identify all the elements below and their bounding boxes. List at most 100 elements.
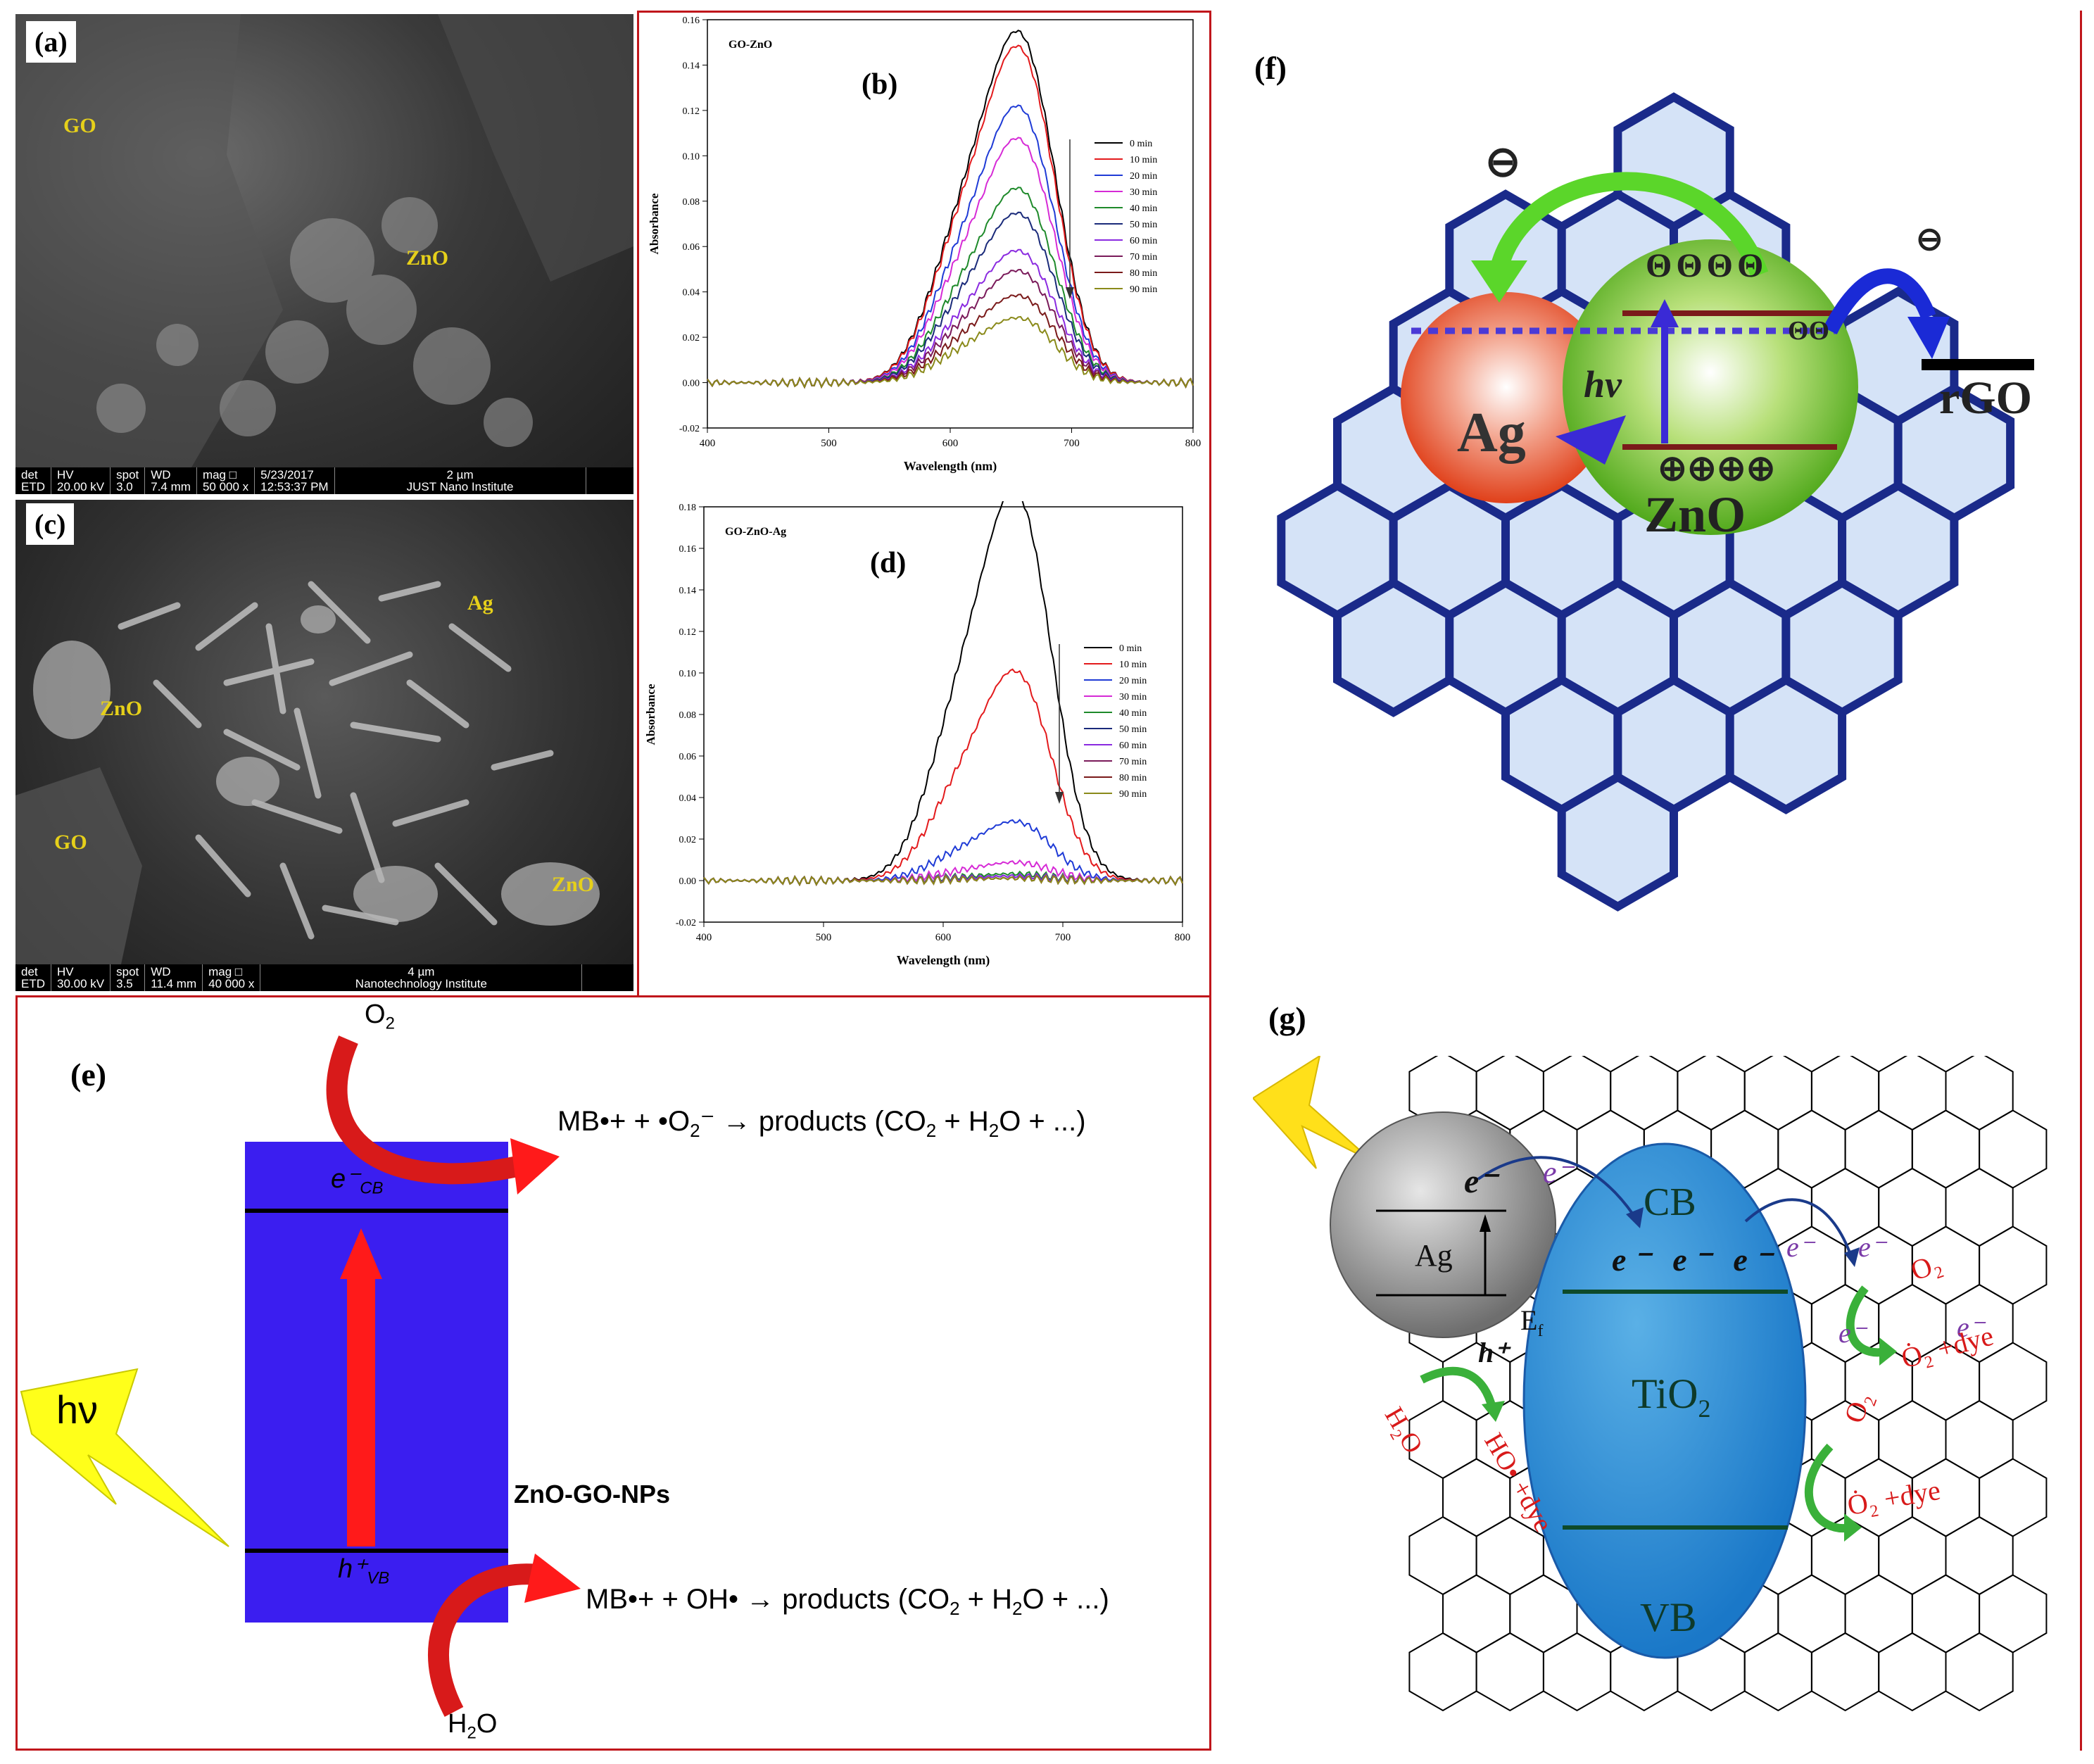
composite-label: ZnO-GO-NPs: [514, 1480, 670, 1508]
y-tick-label: 0.08: [679, 710, 697, 721]
hv-label-f: hν: [1584, 363, 1622, 405]
hex-cell: [1979, 1342, 2048, 1421]
y-tick-label: -0.02: [679, 424, 700, 434]
y-tick-label: 0.08: [683, 197, 700, 208]
y-tick-label: 0.18: [679, 503, 697, 513]
y-tick-label: 0.14: [683, 61, 700, 71]
legend-entry: 60 min: [1130, 236, 1157, 246]
series-line-90-min: [707, 315, 1194, 389]
ag-sphere-g: [1330, 1111, 1556, 1338]
hv-label-e: hν: [56, 1387, 99, 1432]
h-label-ag: h⁺: [1478, 1337, 1509, 1368]
y-tick-label: -0.02: [676, 918, 696, 928]
hex-cell: [1979, 1458, 2048, 1537]
y-axis-label: Absorbance: [648, 193, 661, 254]
hex-cell: [1979, 1109, 2048, 1189]
legend-entry: 0 min: [1130, 139, 1152, 149]
sem-texture-a: [15, 14, 633, 467]
ef-label: Ef: [1520, 1304, 1544, 1340]
graphene-hex-grid-f: [1277, 92, 2015, 912]
hex-cell: [1878, 1399, 1947, 1480]
frame-right: [1209, 11, 2082, 1751]
x-tick-label: 500: [816, 932, 832, 943]
legend-entry: 80 min: [1130, 268, 1157, 279]
hex-cell: [1475, 1056, 1544, 1131]
sem-tag-zno: ZnO: [406, 246, 449, 270]
series-line-60-min: [707, 248, 1194, 389]
legend-entry: 10 min: [1119, 660, 1147, 670]
h2o-label-e: H2O: [448, 1709, 498, 1743]
hex-cell: [1810, 1632, 1880, 1712]
legend-entry: 30 min: [1130, 187, 1157, 198]
legend-entry: 60 min: [1119, 741, 1147, 751]
scale-bar-a: 2 µm: [446, 468, 474, 481]
y-tick-label: 0.10: [679, 669, 697, 679]
hex-cell: [1743, 1056, 1812, 1131]
frame-e: [15, 995, 1211, 1751]
hex-cell: [1945, 1056, 2014, 1131]
y-tick-label: 0.04: [683, 288, 700, 298]
y-tick-label: 0.16: [679, 544, 697, 555]
hex-cell: [1945, 1167, 2014, 1247]
panel-label-d: (d): [870, 547, 907, 579]
legend-entry: 90 min: [1119, 789, 1147, 800]
hex-cell: [1878, 1167, 1947, 1247]
rgo-label-f: rGO: [1939, 372, 2032, 424]
e-label-right-3: e⁻: [1838, 1317, 1866, 1349]
zno-label-f: ZnO: [1644, 486, 1746, 543]
hex-cell: [1878, 1056, 1947, 1131]
panel-e-diagram: [20, 1035, 581, 1717]
hex-cell: [1677, 1056, 1746, 1131]
legend-entry: 80 min: [1119, 773, 1147, 783]
lightning-icon-g: [1253, 1056, 1373, 1169]
panel-label-f: (f): [1254, 50, 1287, 86]
legend-entry: 20 min: [1119, 676, 1147, 686]
adsorbed-electrons-f: ΘΘ: [1788, 316, 1830, 346]
legend-entry: 90 min: [1130, 284, 1157, 295]
hex-cell: [1777, 1574, 1846, 1653]
panel-label-c: (c): [26, 503, 75, 545]
hex-cell: [1542, 1632, 1612, 1712]
panel-g-diagram: [1253, 1056, 2048, 1712]
hex-cell: [1743, 1632, 1812, 1712]
sem-tag-zno-left: ZnO: [100, 697, 143, 720]
y-tick-label: 0.10: [683, 151, 700, 162]
equation-superoxide: MB•+ + •O2⁻ → products (CO2 + H2O + ...): [557, 1106, 1086, 1141]
hex-cell: [1725, 675, 1847, 814]
e-label-right-1: e⁻: [1786, 1231, 1814, 1263]
y-tick-label: 0.14: [679, 586, 697, 596]
series-line-90-min: [703, 874, 1183, 887]
tio2-label: TiO2: [1632, 1371, 1711, 1423]
trend-arrow-head: [1066, 287, 1074, 299]
x-tick-label: 400: [696, 932, 712, 943]
hex-cell: [1810, 1056, 1880, 1131]
hvb-label: h⁺VB: [338, 1554, 390, 1588]
green-transfer-arrow: [1490, 172, 1769, 278]
series-line-50-min: [707, 211, 1194, 389]
hex-cell: [1911, 1109, 1981, 1189]
ecb-label: e⁻CB: [331, 1164, 384, 1198]
y-tick-label: 0.00: [679, 876, 697, 887]
excitation-arrow: [347, 1279, 375, 1546]
sem-tag-zno-right: ZnO: [552, 873, 595, 896]
o2-label-e: O2: [365, 1000, 395, 1033]
e-label-purple: e⁻: [1543, 1155, 1573, 1190]
electron-minus-icon-2: ⊖: [1916, 221, 1943, 257]
series-line-10-min: [707, 44, 1194, 389]
hex-cell: [1777, 1109, 1846, 1189]
hex-cell: [1557, 772, 1678, 912]
y-tick-label: 0.06: [683, 242, 700, 253]
legend-entry: 20 min: [1130, 171, 1157, 182]
sem-tag-go: GO: [63, 114, 96, 137]
y-tick-label: 0.06: [679, 752, 697, 762]
legend-entry: 70 min: [1130, 252, 1157, 263]
hex-cell: [1878, 1632, 1947, 1712]
ag-label-g: Ag: [1415, 1238, 1453, 1273]
hex-cell: [1945, 1632, 2014, 1712]
vb-holes-f: ⊕⊕⊕⊕: [1658, 448, 1776, 488]
